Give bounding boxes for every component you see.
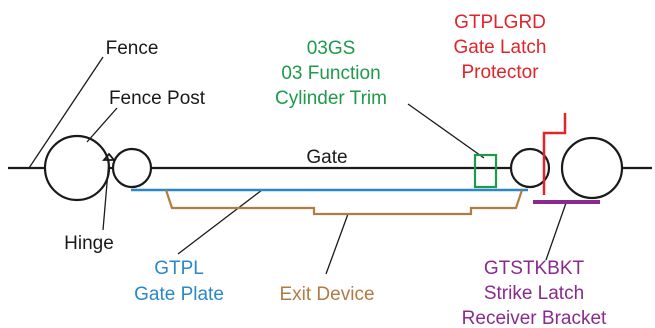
- gate-structure: [8, 134, 652, 202]
- fence-post-label: Fence Post: [109, 88, 206, 109]
- cylinder-trim-shape: [473, 153, 498, 189]
- latch-protector-name-line2: Protector: [461, 62, 539, 83]
- exit-device-label: Exit Device: [279, 284, 374, 305]
- gate-latch-protector-shape: [542, 113, 567, 195]
- gate-frame-right-circle: [509, 147, 551, 189]
- strike-bracket-name-line1: Strike Latch: [484, 283, 584, 304]
- latch-post-circle: [560, 136, 624, 200]
- bracket-leader: [545, 202, 567, 261]
- cylinder-trim-name-line1: 03 Function: [281, 63, 380, 84]
- cylinder-trim-code-label: 03GS: [307, 38, 356, 59]
- gate-frame-left-circle: [111, 147, 153, 189]
- gate-label: Gate: [306, 147, 347, 168]
- strike-bracket-code-label: GTSTKBKT: [484, 258, 585, 279]
- fence-post-leader: [86, 107, 118, 143]
- fence-post-circle: [43, 134, 111, 202]
- latch-protector-name-line1: Gate Latch: [454, 37, 547, 58]
- strike-bracket-name-line2: Receiver Bracket: [462, 308, 607, 328]
- exit-device-leader: [325, 213, 349, 275]
- leader-lines: [28, 56, 567, 275]
- gate-plate-name-label: Gate Plate: [134, 284, 224, 305]
- latch-protector-code-label: GTPLGRD: [454, 12, 546, 33]
- fence-leader: [28, 56, 104, 169]
- cylinder-trim-name-line2: Cylinder Trim: [275, 88, 387, 109]
- exit-device-shape: [164, 189, 524, 216]
- gtpl-leader: [177, 189, 263, 255]
- trim-leader: [407, 103, 485, 159]
- gate-plate-code-label: GTPL: [154, 258, 204, 279]
- hinge-leader: [102, 159, 110, 231]
- fence-label: Fence: [106, 38, 159, 59]
- hinge-label: Hinge: [64, 233, 114, 254]
